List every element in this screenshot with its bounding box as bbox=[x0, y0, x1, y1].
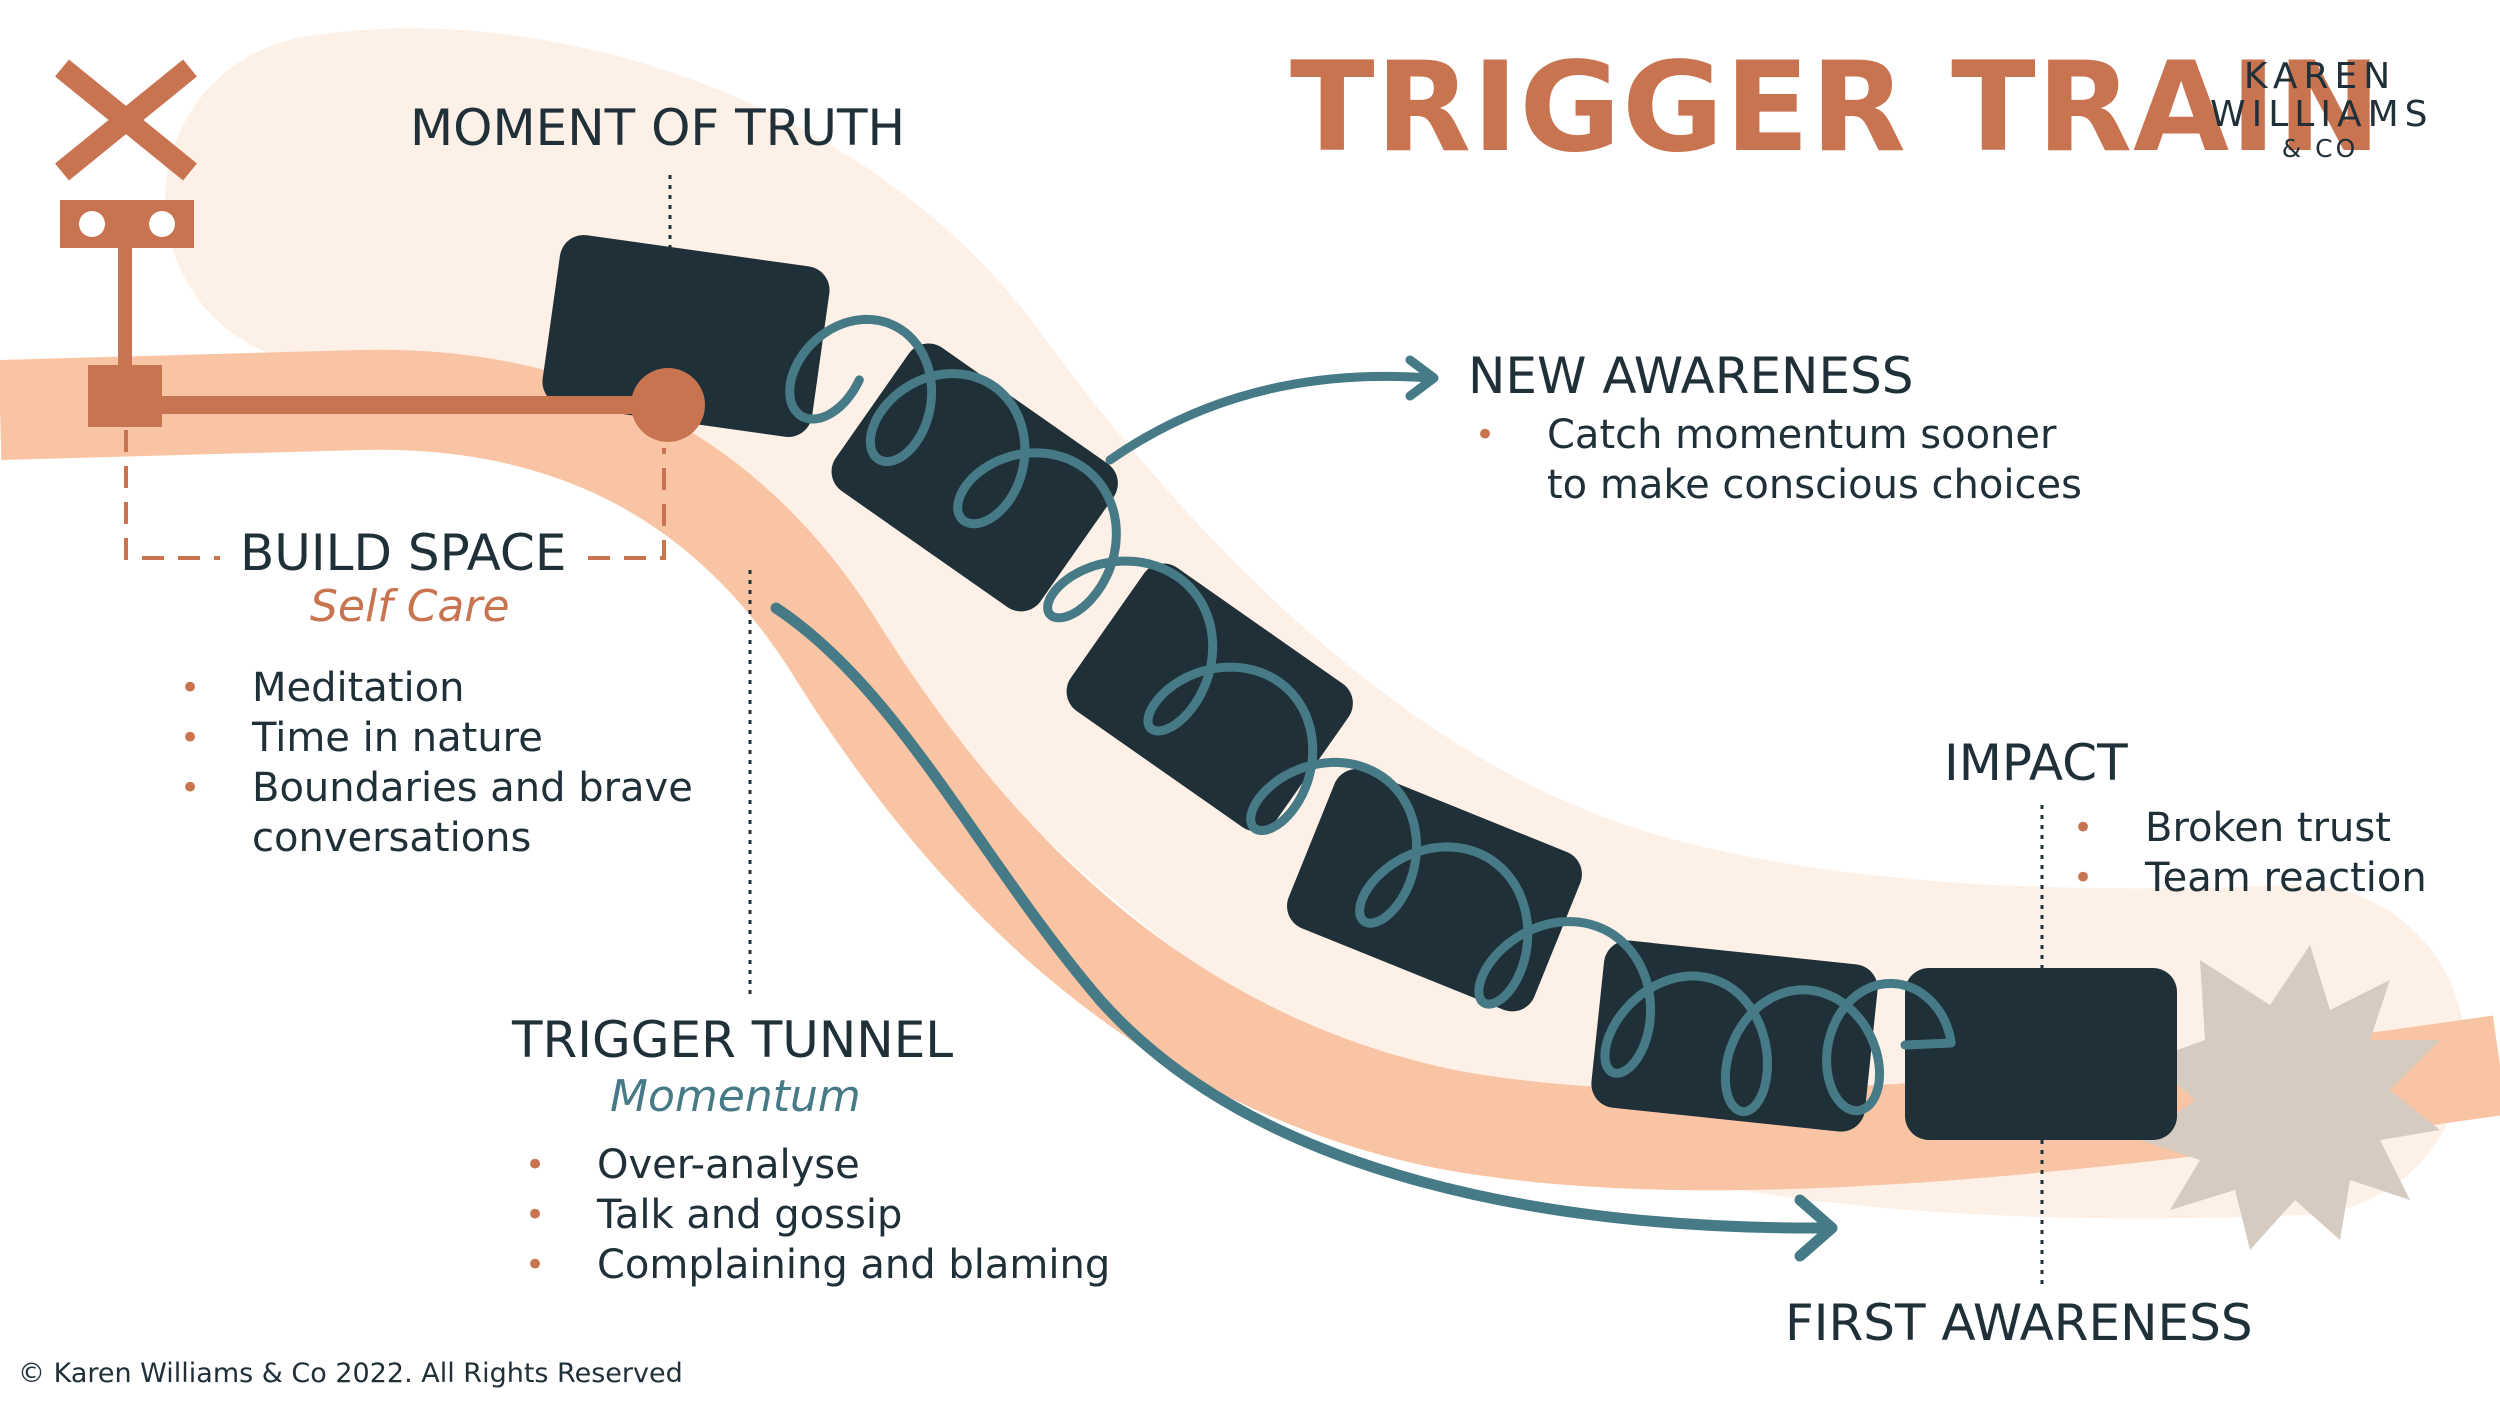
moment-of-truth-heading: MOMENT OF TRUTH bbox=[410, 99, 906, 157]
brand-line-3: & CO bbox=[2281, 133, 2359, 163]
brand-line-2: WILLIAMS bbox=[2210, 93, 2434, 135]
new-awareness-arrow bbox=[1105, 371, 1435, 465]
new-awareness-heading: NEW AWARENESS bbox=[1468, 347, 1914, 405]
trigger-tunnel-subheading: Momentum bbox=[610, 1071, 861, 1122]
railway-crossing-icon bbox=[55, 59, 705, 442]
train-carriage-4 bbox=[1287, 768, 1582, 1012]
train-carriage-1 bbox=[542, 235, 830, 437]
trigger-tunnel-heading: TRIGGER TUNNEL bbox=[512, 1011, 954, 1069]
brand-logo: KAREN WILLIAMS & CO bbox=[2210, 58, 2430, 164]
list-item: •Meditation bbox=[180, 665, 465, 711]
train-carriage-3 bbox=[1066, 563, 1353, 832]
list-item: •Team reaction bbox=[2073, 855, 2427, 901]
coil-spring bbox=[785, 314, 1956, 1117]
page-title: TRIGGER TRAIN bbox=[1290, 36, 2383, 180]
first-awareness-heading: FIRST AWARENESS bbox=[1785, 1294, 2253, 1352]
build-space-bracket bbox=[124, 430, 666, 560]
impact-heading: IMPACT bbox=[1944, 734, 2128, 792]
build-space-list: •Meditation •Time in nature •Boundaries … bbox=[180, 663, 693, 863]
new-awareness-arrowhead bbox=[1405, 355, 1439, 401]
train-carriage-6 bbox=[1905, 968, 2177, 1140]
momentum-arrowhead bbox=[1794, 1194, 1838, 1262]
explosion-burst-icon bbox=[2140, 945, 2440, 1250]
list-item: •Over-analyse bbox=[525, 1142, 860, 1188]
impact-list: •Broken trust •Team reaction bbox=[2073, 803, 2427, 903]
build-space-heading: BUILD SPACE bbox=[240, 524, 567, 582]
list-item: •Complaining and blaming bbox=[525, 1242, 1111, 1288]
trigger-tunnel-list: •Over-analyse •Talk and gossip •Complain… bbox=[525, 1140, 1110, 1290]
build-space-subheading: Self Care bbox=[310, 581, 510, 632]
list-item: •Time in nature bbox=[180, 715, 543, 761]
momentum-arrow bbox=[770, 602, 1836, 1234]
list-item: •Broken trust bbox=[2073, 805, 2391, 851]
list-item: •Talk and gossip bbox=[525, 1192, 903, 1238]
brand-line-1: KAREN bbox=[2243, 56, 2397, 97]
copyright-footer: © Karen Williams & Co 2022. All Rights R… bbox=[18, 1358, 683, 1389]
